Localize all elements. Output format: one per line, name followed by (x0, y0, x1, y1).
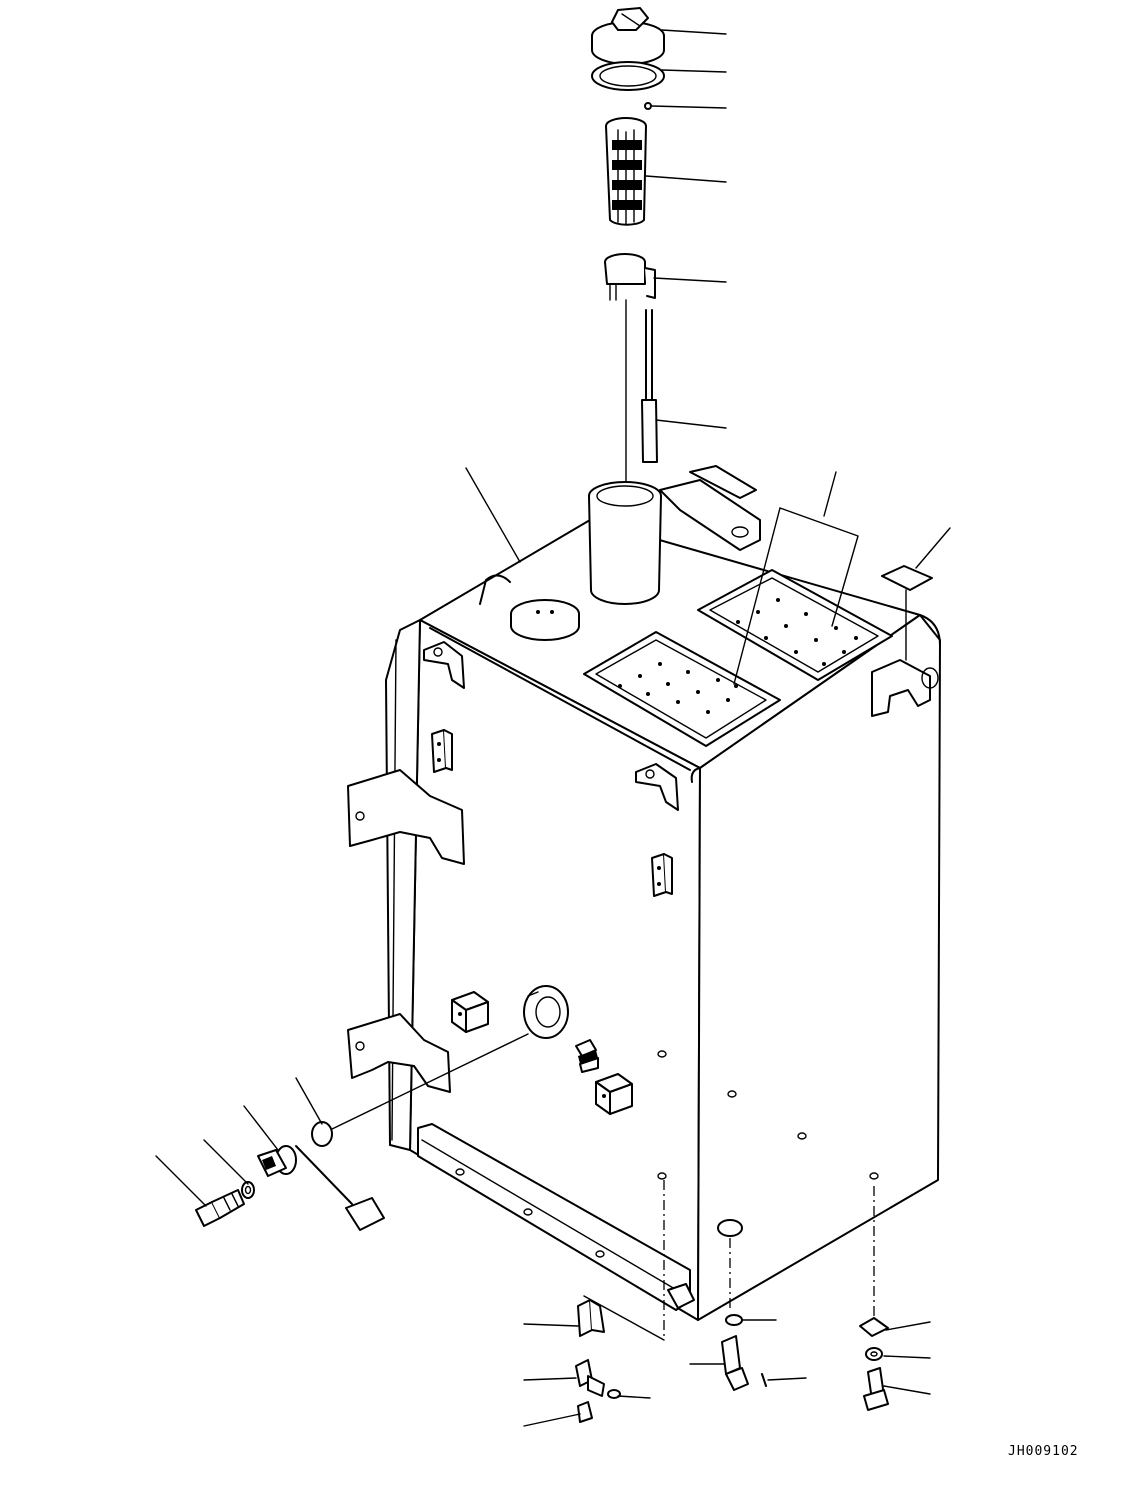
spring-plug (575, 1039, 599, 1073)
level-switch (257, 1145, 385, 1231)
elbow-fitting (575, 1359, 605, 1397)
hydraulic-tank (385, 519, 941, 1321)
base-plate (417, 1123, 695, 1311)
mount-tab (635, 763, 679, 811)
side-bracket-lower (347, 1013, 451, 1093)
cap-gasket (591, 61, 665, 91)
lock-plate (859, 1317, 889, 1337)
strainer-holder (604, 253, 656, 301)
cover-plate-front (583, 631, 781, 747)
small-seal (607, 1389, 621, 1399)
drain-port (717, 1219, 743, 1237)
seal-ring (725, 1314, 743, 1326)
bolt (195, 1189, 245, 1227)
drawing-code: JH009102 (1008, 1444, 1079, 1459)
cube-block (451, 991, 489, 1033)
filler-cap (591, 7, 665, 65)
block (431, 729, 453, 773)
level-gauge-rod (641, 309, 658, 463)
sensor-axis-line (329, 1033, 529, 1131)
leader-line (155, 29, 951, 1427)
cover-plate-rear (697, 569, 893, 681)
label-plate (881, 565, 933, 591)
washer (865, 1347, 883, 1361)
top-boss (510, 599, 580, 641)
strainer (605, 117, 647, 226)
mount-tab (423, 641, 465, 689)
cube-block (595, 1073, 633, 1115)
block (651, 853, 673, 897)
sight-gauge-boss (523, 985, 569, 1039)
plug (577, 1401, 593, 1423)
right-top-bracket (871, 659, 939, 717)
mount-bolt (863, 1367, 889, 1411)
bracket-plate (659, 465, 761, 551)
drain-valve (721, 1335, 749, 1391)
lifting-hook (479, 574, 511, 605)
mount-hole (657, 1050, 879, 1180)
o-ring (311, 1121, 333, 1147)
filler-neck (588, 481, 662, 605)
washer (241, 1181, 255, 1199)
small-pin (644, 102, 652, 110)
clamp-fitting (577, 1299, 605, 1337)
drain-pin (761, 1373, 767, 1387)
side-bracket-upper (347, 769, 465, 865)
